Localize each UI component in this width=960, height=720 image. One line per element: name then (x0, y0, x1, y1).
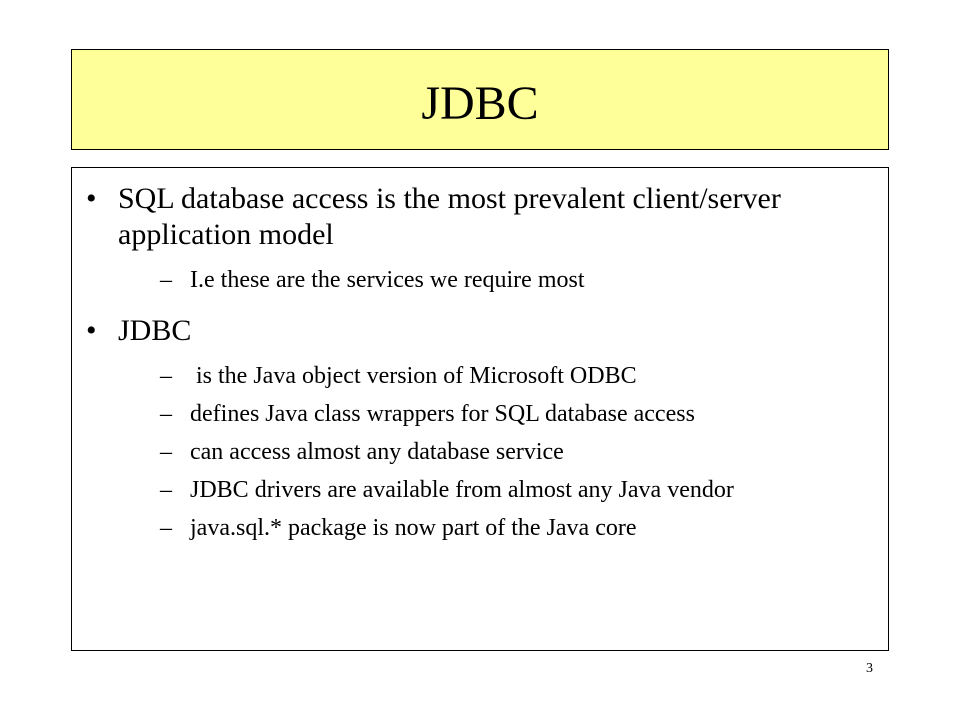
sub-bullet-text: defines Java class wrappers for SQL data… (190, 401, 695, 427)
sub-bullet-item: – defines Java class wrappers for SQL da… (118, 399, 868, 429)
sub-bullet-item: – JDBC drivers are available from almost… (118, 475, 868, 505)
page-number: 3 (866, 661, 873, 676)
sub-bullet-item: – java.sql.* package is now part of the … (118, 513, 868, 543)
sub-bullet-list: – is the Java object version of Microsof… (118, 361, 868, 543)
bullet-text: SQL database access is the most prevalen… (118, 182, 781, 251)
sub-bullet-item: – can access almost any database service (118, 437, 868, 467)
slide-body-box: • SQL database access is the most preval… (71, 167, 889, 651)
sub-bullet-text: I.e these are the services we require mo… (190, 267, 585, 293)
bullet-item-sql-access: • SQL database access is the most preval… (86, 181, 868, 295)
sub-bullet-text: is the Java object version of Microsoft … (190, 363, 637, 389)
bullet-text: JDBC (118, 314, 192, 347)
dash-marker: – (160, 477, 172, 503)
dash-marker: – (160, 363, 172, 389)
dash-marker: – (160, 267, 172, 293)
slide-title-box: JDBC (71, 49, 889, 150)
sub-bullet-item: – is the Java object version of Microsof… (118, 361, 868, 391)
sub-bullet-list: – I.e these are the services we require … (118, 265, 868, 295)
sub-bullet-text: JDBC drivers are available from almost a… (190, 477, 734, 503)
bullet-marker: • (86, 182, 97, 215)
dash-marker: – (160, 439, 172, 465)
bullet-item-jdbc: • JDBC – is the Java object version of M… (86, 313, 868, 543)
dash-marker: – (160, 401, 172, 427)
sub-bullet-item: – I.e these are the services we require … (118, 265, 868, 295)
sub-bullet-text: java.sql.* package is now part of the Ja… (190, 515, 637, 541)
sub-bullet-text: can access almost any database service (190, 439, 564, 465)
slide-title: JDBC (421, 76, 539, 130)
bullet-list: • SQL database access is the most preval… (86, 181, 868, 549)
dash-marker: – (160, 515, 172, 541)
bullet-marker: • (86, 314, 97, 347)
